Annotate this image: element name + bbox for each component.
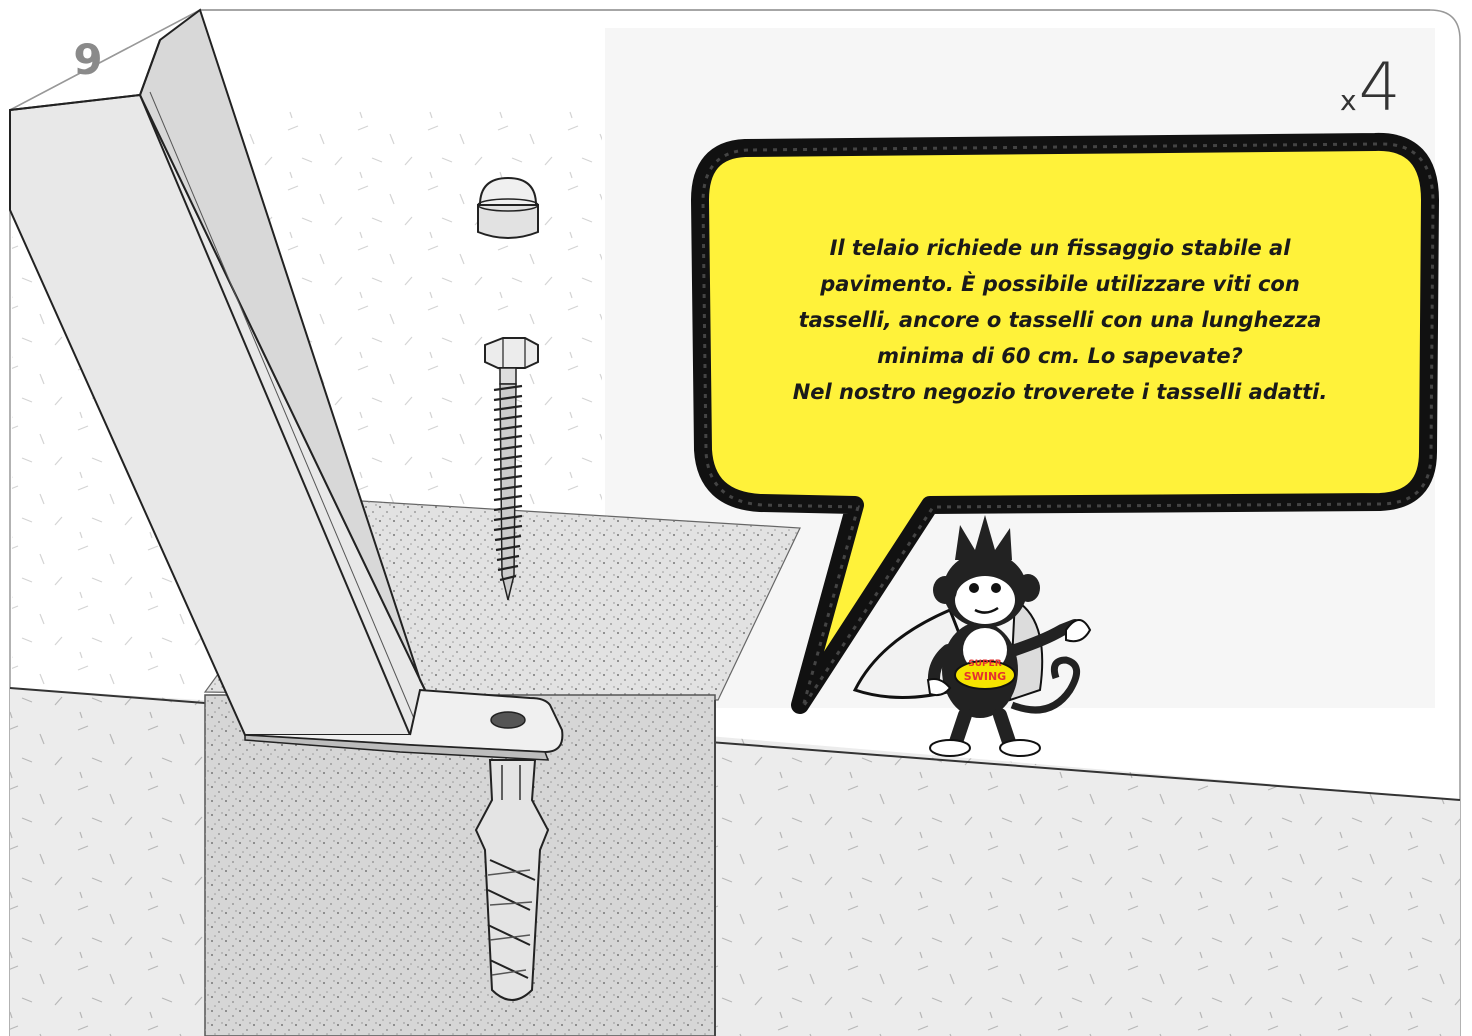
quantity-count: 4 — [1358, 49, 1401, 126]
cap-nut — [477, 176, 539, 239]
base-plate — [244, 688, 564, 761]
step-number: 9 — [73, 35, 103, 84]
wall-plug — [474, 759, 550, 1001]
quantity-prefix: x — [1340, 84, 1357, 117]
tip-line: tasselli, ancore o tasselli con una lung… — [798, 308, 1322, 332]
plate-hole — [490, 711, 526, 729]
mascot-monkey: SUPER SWING — [852, 515, 1092, 757]
tip-line: Nel nostro negozio troverete i tasselli … — [792, 380, 1328, 404]
mascot-badge-line2: SWING — [964, 670, 1006, 683]
tip-line: Il telaio richiede un fissaggio stabile … — [829, 236, 1291, 260]
screw — [484, 337, 539, 601]
tip-text: Il telaio richiede un fissaggio stabile … — [732, 230, 1388, 410]
quantity-indicator: x4 — [1340, 55, 1401, 125]
mascot-badge-line1: SUPER — [968, 659, 1002, 669]
speech-bubble — [691, 132, 1439, 714]
tip-line: minima di 60 cm. Lo sapevate? — [877, 344, 1243, 368]
tip-line: pavimento. È possibile utilizzare viti c… — [820, 272, 1300, 296]
frame-post — [9, 8, 427, 736]
